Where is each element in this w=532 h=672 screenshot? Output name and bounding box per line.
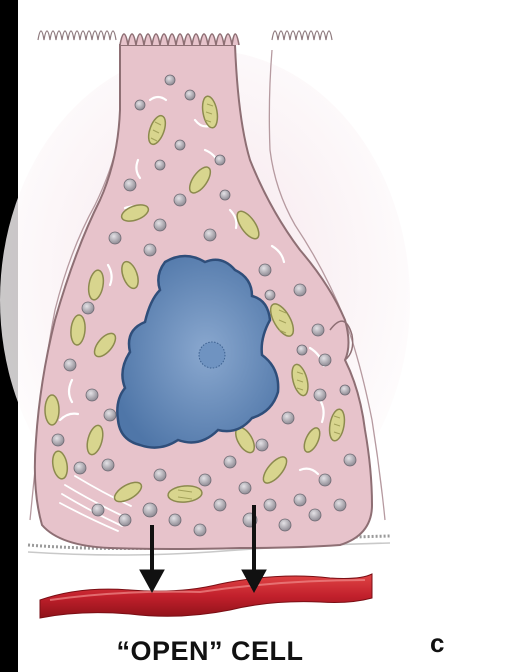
nucleolus	[199, 342, 225, 368]
apical-microvilli	[120, 34, 239, 45]
figure-caption: “OPEN” CELL	[0, 636, 420, 667]
panel-letter: c	[430, 628, 444, 659]
